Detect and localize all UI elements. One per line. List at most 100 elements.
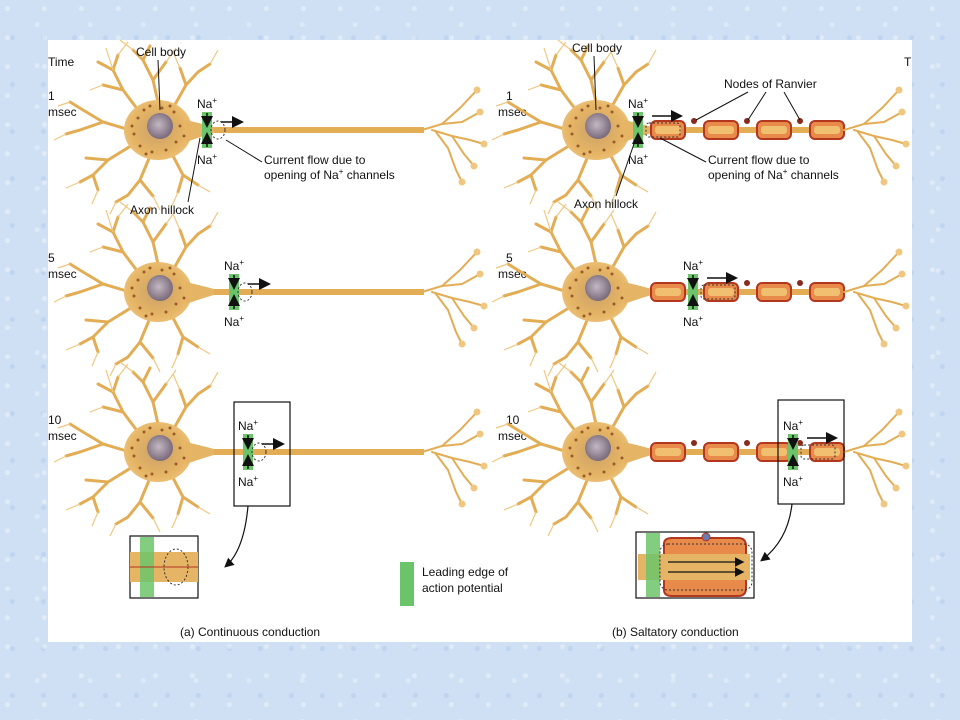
myelin-sheath [756,282,792,302]
zoom-inset-continuous [129,535,199,599]
zoom-box [233,401,291,507]
conduction-diagram: Time1msecNa+Na+5msecNa+Na+10msecNa+Na+Ce… [48,40,912,639]
na-label-top: Na+ [683,258,703,273]
myelin-sheath [703,282,739,302]
leading-edge-bar [229,274,239,310]
cell-body-label: Cell body [572,41,622,55]
legend-label-2: action potential [422,581,503,595]
node-leader [783,91,801,121]
node-of-ranvier [797,118,803,124]
myelin-sheath [809,282,845,302]
terminal-knobs [458,408,488,508]
inset-current-loop [659,543,753,591]
node-of-ranvier [744,440,750,446]
neuron-cell-body [52,200,220,378]
na-label-bottom: Na+ [224,314,244,329]
leading-edge-bar [688,274,698,310]
myelin-sheath [809,442,845,462]
inset-myelin-bottom [663,580,747,597]
current-flow-label-2: opening of Na+ channels [264,167,395,182]
axon [633,289,845,295]
neuron-cell-body [52,40,220,216]
axon [198,127,424,133]
current-flow-leader [659,137,707,163]
time-value: 5 [506,251,513,265]
current-loop [700,284,736,300]
legend-label-1: Leading edge of [422,565,509,579]
leading-edge-bar [202,112,212,148]
myelin-sheath [703,442,739,462]
terminal-knobs [458,86,488,186]
current-flow-label-1: Current flow due to [264,153,366,167]
time-axis-label-right: T [904,55,912,69]
neuron-cell-body [490,360,658,538]
na-label-bottom: Na+ [628,152,648,167]
current-loop [210,120,226,140]
axon-hillock-label: Axon hillock [574,197,639,211]
panel-saltatory: T1msecNa+Na+5msecNa+Na+10msecNa+Na+Cell … [490,40,912,599]
node-of-ranvier [691,118,697,124]
axon [198,289,424,295]
time-value: 1 [48,89,55,103]
current-loop [237,282,253,302]
leading-edge-bar [243,434,253,470]
inset-leading-edge [646,533,660,597]
myelin-sheath [703,120,739,140]
myelin-sheath [809,120,845,140]
na-label-top: Na+ [783,418,803,433]
na-label-bottom: Na+ [683,314,703,329]
myelin-sheath [650,442,686,462]
axon [633,127,845,133]
current-flow-label-1: Current flow due to [708,153,810,167]
current-flow-leader [225,139,263,163]
caption-continuous: (a) Continuous conduction [180,625,320,639]
na-label-top: Na+ [197,96,217,111]
na-label-top: Na+ [238,418,258,433]
axon-hillock-leader [615,137,637,197]
zoom-arrow [224,505,249,568]
time-axis-label: Time [48,55,75,69]
nodes-of-ranvier-label: Nodes of Ranvier [724,77,817,91]
node-leader [695,91,749,121]
zoom-arrow [760,503,793,562]
terminal-knobs [880,86,910,186]
zoom-inset-saltatory [635,531,755,599]
cell-body-leader [593,55,597,111]
neuron-cell-body [52,360,220,538]
terminal-knobs [880,408,910,508]
axon [198,449,424,455]
na-label-bottom: Na+ [197,152,217,167]
axon-hillock-label: Axon hillock [130,203,195,217]
na-label-bottom: Na+ [238,474,258,489]
panel-continuous: Time1msecNa+Na+5msecNa+Na+10msecNa+Na+Ce… [48,40,488,599]
zoom-box [777,399,845,505]
inset-node [701,532,711,542]
leading-edge-bar [788,434,798,470]
axon [633,449,845,455]
neuron-cell-body [490,40,658,216]
current-loop [251,442,267,462]
axon-hillock-leader [187,137,201,203]
node-leader [747,91,767,121]
legend: Leading edge of action potential [400,562,509,606]
caption-saltatory: (b) Saltatory conduction [612,625,739,639]
na-label-top: Na+ [628,96,648,111]
time-value: 10 [48,413,62,427]
neuron-cell-body [490,200,658,378]
myelin-sheath [650,282,686,302]
time-value: 1 [506,89,513,103]
current-flow-label-2: opening of Na+ channels [708,167,839,182]
time-unit: msec [48,429,77,443]
time-unit: msec [48,105,77,119]
na-label-bottom: Na+ [783,474,803,489]
myelin-sheath [756,442,792,462]
na-label-top: Na+ [224,258,244,273]
current-loop [800,444,836,460]
time-value: 5 [48,251,55,265]
node-of-ranvier [691,440,697,446]
